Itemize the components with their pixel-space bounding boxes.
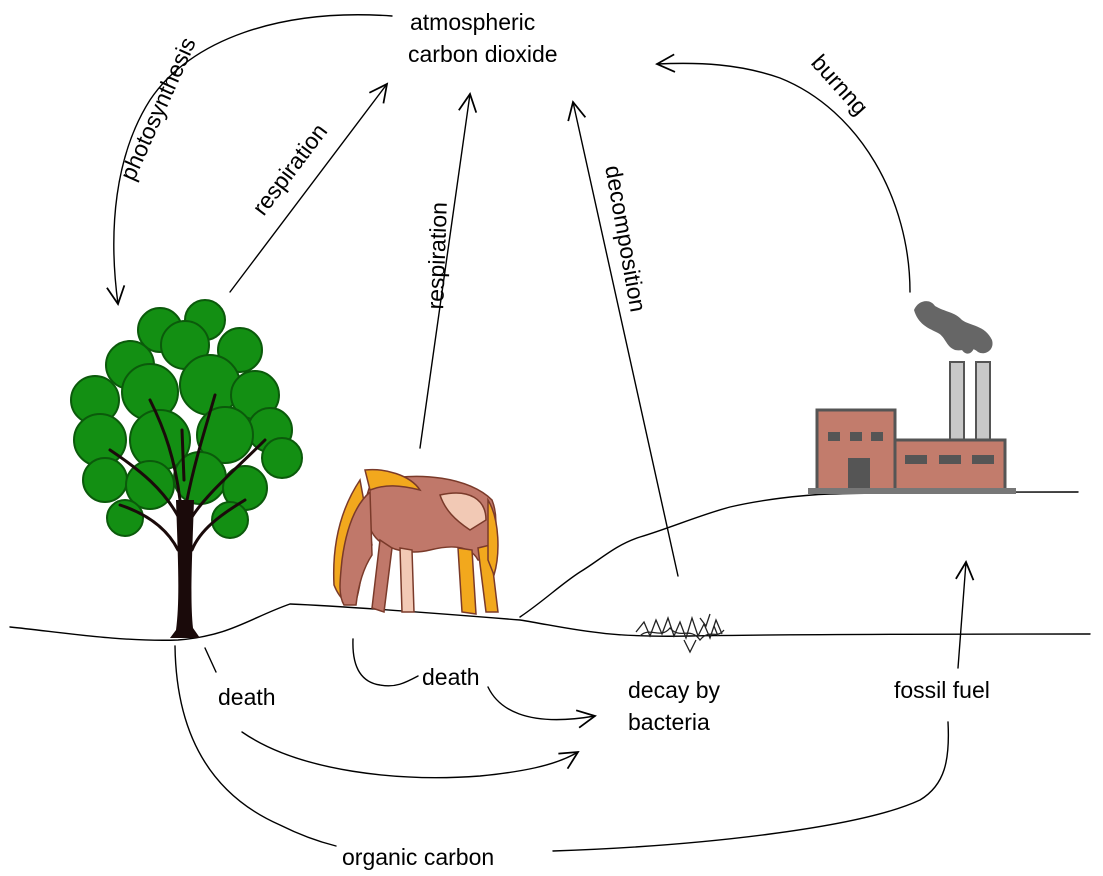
death-animal-label: death	[422, 664, 480, 690]
grass-tuft-icon	[636, 614, 724, 652]
tree-icon	[71, 300, 302, 638]
burning-label: burnng	[806, 49, 873, 120]
tree-death-connector	[205, 648, 216, 672]
fossil-fuel-arrow	[958, 562, 966, 668]
atmospheric-label: atmospheric	[410, 9, 535, 35]
organic-carbon-loop	[175, 646, 336, 846]
hill-line	[520, 492, 1078, 617]
photosynthesis-label: photosynthesis	[115, 33, 201, 184]
fossil-fuel-label: fossil fuel	[894, 677, 990, 703]
horse-icon	[334, 470, 498, 614]
death-tree-arrow	[242, 732, 578, 778]
bacteria-label: bacteria	[628, 709, 710, 735]
burning-arrow	[657, 63, 910, 292]
organic-carbon-label: organic carbon	[342, 844, 494, 870]
decay-label: decay by	[628, 677, 721, 703]
factory-icon	[808, 362, 1016, 494]
smoke-icon	[914, 301, 993, 354]
respiration-tree-label: respiration	[247, 118, 332, 219]
organic-carbon-to-fossil	[553, 722, 948, 851]
carbon-dioxide-label: carbon dioxide	[408, 41, 558, 67]
ground-line	[10, 604, 1090, 640]
respiration-tree-arrow	[230, 84, 387, 292]
death-tree-label: death	[218, 684, 276, 710]
decomposition-label: decomposition	[600, 163, 651, 314]
respiration-animal-label: respiration	[422, 202, 452, 310]
